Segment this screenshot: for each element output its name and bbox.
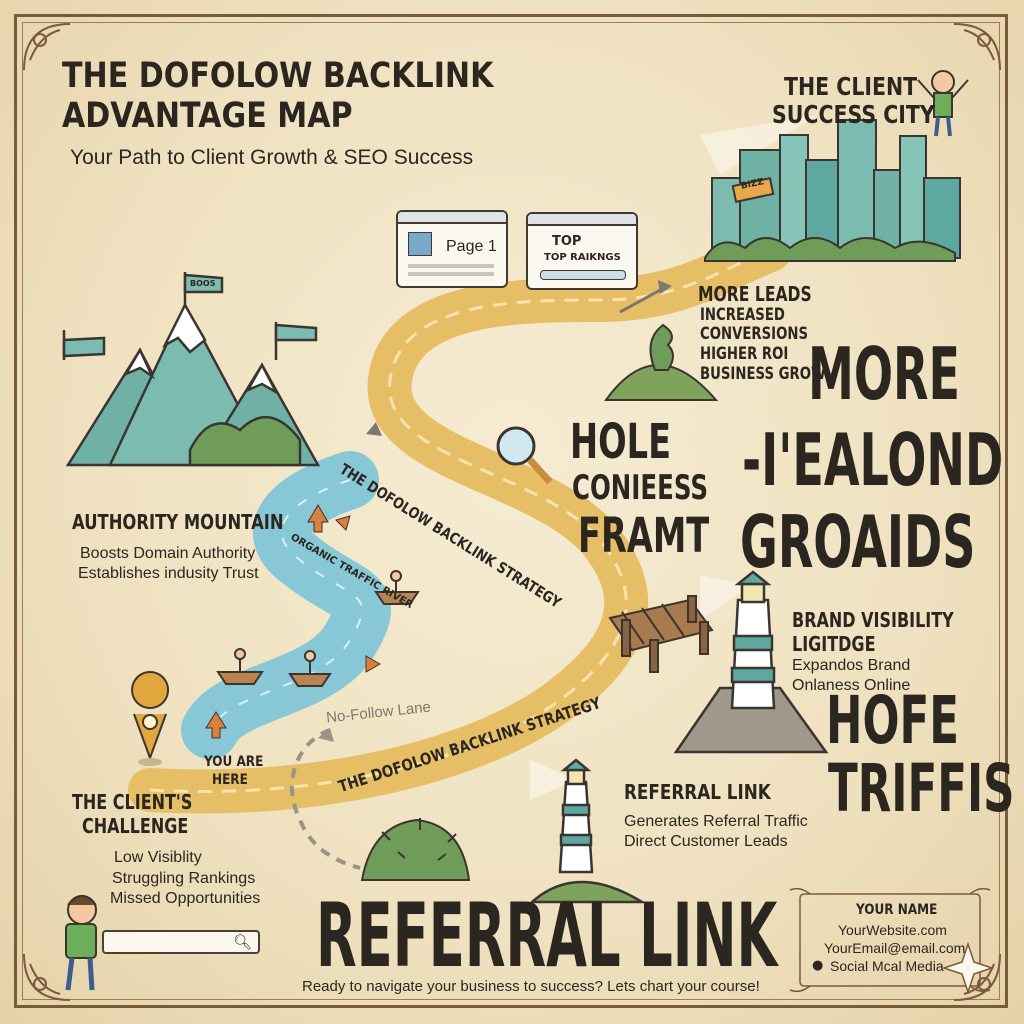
location-pin-icon	[131, 671, 170, 766]
referral-line: Generates Referral Traffic	[624, 813, 808, 830]
arrow-icon	[205, 504, 382, 739]
success-city-icon	[704, 119, 961, 262]
text-lines	[408, 264, 494, 268]
magnifier-icon	[496, 426, 553, 485]
city-title: THE CLIENT	[784, 72, 918, 101]
contact-social[interactable]: Social Mcal Media	[830, 958, 944, 974]
thinking-person-icon	[65, 895, 97, 991]
bridge-icon	[608, 595, 714, 673]
challenge-line: Missed Opportunities	[110, 890, 261, 907]
road-center-line	[149, 248, 771, 794]
thorn-bush-icon	[360, 818, 471, 881]
you-are-here-label: HERE	[212, 772, 248, 788]
referral-line: Direct Customer Leads	[624, 833, 788, 850]
hill-icon	[604, 323, 719, 401]
leads-item: CONVERSIONS	[700, 324, 809, 344]
footer-cta: Ready to navigate your business to succe…	[302, 978, 760, 995]
contact-frame	[789, 887, 991, 993]
serp-card-page-1: Page 1	[396, 210, 508, 288]
browser-bar	[528, 214, 636, 226]
inner-frame	[22, 22, 1000, 1000]
browser-bar	[398, 212, 506, 224]
page-subtitle: Your Path to Client Growth & SEO Success	[70, 146, 474, 169]
search-bar-graphic	[540, 270, 626, 280]
page-title: THE DOFOLOW BACKLINK	[62, 56, 494, 96]
lighthouse-icon	[528, 758, 647, 904]
big-heading: -I'EALOND	[742, 418, 1004, 502]
serp-top-label: TOP	[552, 234, 582, 249]
flag-label: BOOS	[190, 279, 216, 288]
outer-frame	[14, 14, 1008, 1008]
no-follow-lane	[290, 728, 361, 870]
contact-email[interactable]: YourEmail@email.com	[824, 940, 966, 956]
authority-mountain-icon	[62, 272, 321, 467]
referral-title: REFERRAL LINK	[624, 780, 771, 804]
image-placeholder-icon	[408, 232, 432, 256]
serp-rankings-label: TOP RAIKNGS	[544, 252, 621, 263]
light-beam-icon	[530, 760, 576, 800]
light-beam-icon	[700, 575, 752, 620]
lighthouse-icon	[673, 570, 829, 754]
boat-icon	[216, 570, 420, 687]
search-icon: 🔍︎	[232, 933, 252, 951]
light-beam-icon	[700, 115, 818, 175]
challenge-line: Low Visiblity	[114, 849, 202, 866]
leads-item: INCREASED	[700, 305, 785, 325]
arrow-icon	[366, 280, 672, 436]
hole-heading: HOLE	[570, 414, 672, 470]
leads-item: HIGHER ROI	[700, 344, 789, 364]
river-ripples	[209, 479, 363, 731]
search-input[interactable]: 🔍︎	[102, 930, 260, 954]
social-icon: ●	[812, 958, 824, 973]
brand-title-line-2: LIGITDGE	[792, 632, 876, 656]
authority-title: AUTHORITY MOUNTAIN	[72, 510, 284, 534]
authority-line: Boosts Domain Authority	[80, 545, 256, 562]
brand-line: Onlaness Online	[792, 677, 911, 694]
referral-big-heading: REFERRAL LINK	[316, 884, 778, 987]
leads-item: BUSINESS GROW	[700, 364, 826, 384]
serp-page-label: Page 1	[446, 238, 497, 255]
brand-title: BRAND VISIBILITY	[792, 608, 954, 632]
contact-website[interactable]: YourWebsite.com	[838, 922, 947, 938]
celebrating-person-icon	[917, 70, 969, 137]
contact-name: YOUR NAME	[856, 902, 938, 918]
challenge-line: Struggling Rankings	[112, 870, 256, 887]
hole-heading: FRAMT	[578, 508, 710, 564]
hofe-heading: HOFE	[826, 682, 960, 759]
challenge-title-line-2: CHALLENGE	[82, 814, 189, 838]
serp-card-top-rankings: TOP TOP RAIKNGS	[526, 212, 638, 290]
leads-item: MORE LEADS	[698, 282, 812, 306]
page-title-line-2: ADVANTAGE MAP	[62, 96, 353, 136]
challenge-title: THE CLIENT'S	[72, 790, 193, 814]
big-heading: MORE	[808, 332, 960, 416]
city-title-line-2: SUCCESS CITY	[772, 100, 935, 129]
you-are-here-label: YOU ARE	[204, 754, 264, 770]
hole-heading: CONIEESS	[572, 468, 708, 508]
compass-rose-icon	[941, 941, 995, 995]
brand-line: Expandos Brand	[792, 657, 911, 674]
big-heading: GROAIDS	[740, 500, 976, 584]
arrow-icon	[318, 728, 334, 742]
hofe-heading: TRIFFIS	[828, 750, 1015, 827]
authority-line: Establishes indusity Trust	[78, 565, 259, 582]
